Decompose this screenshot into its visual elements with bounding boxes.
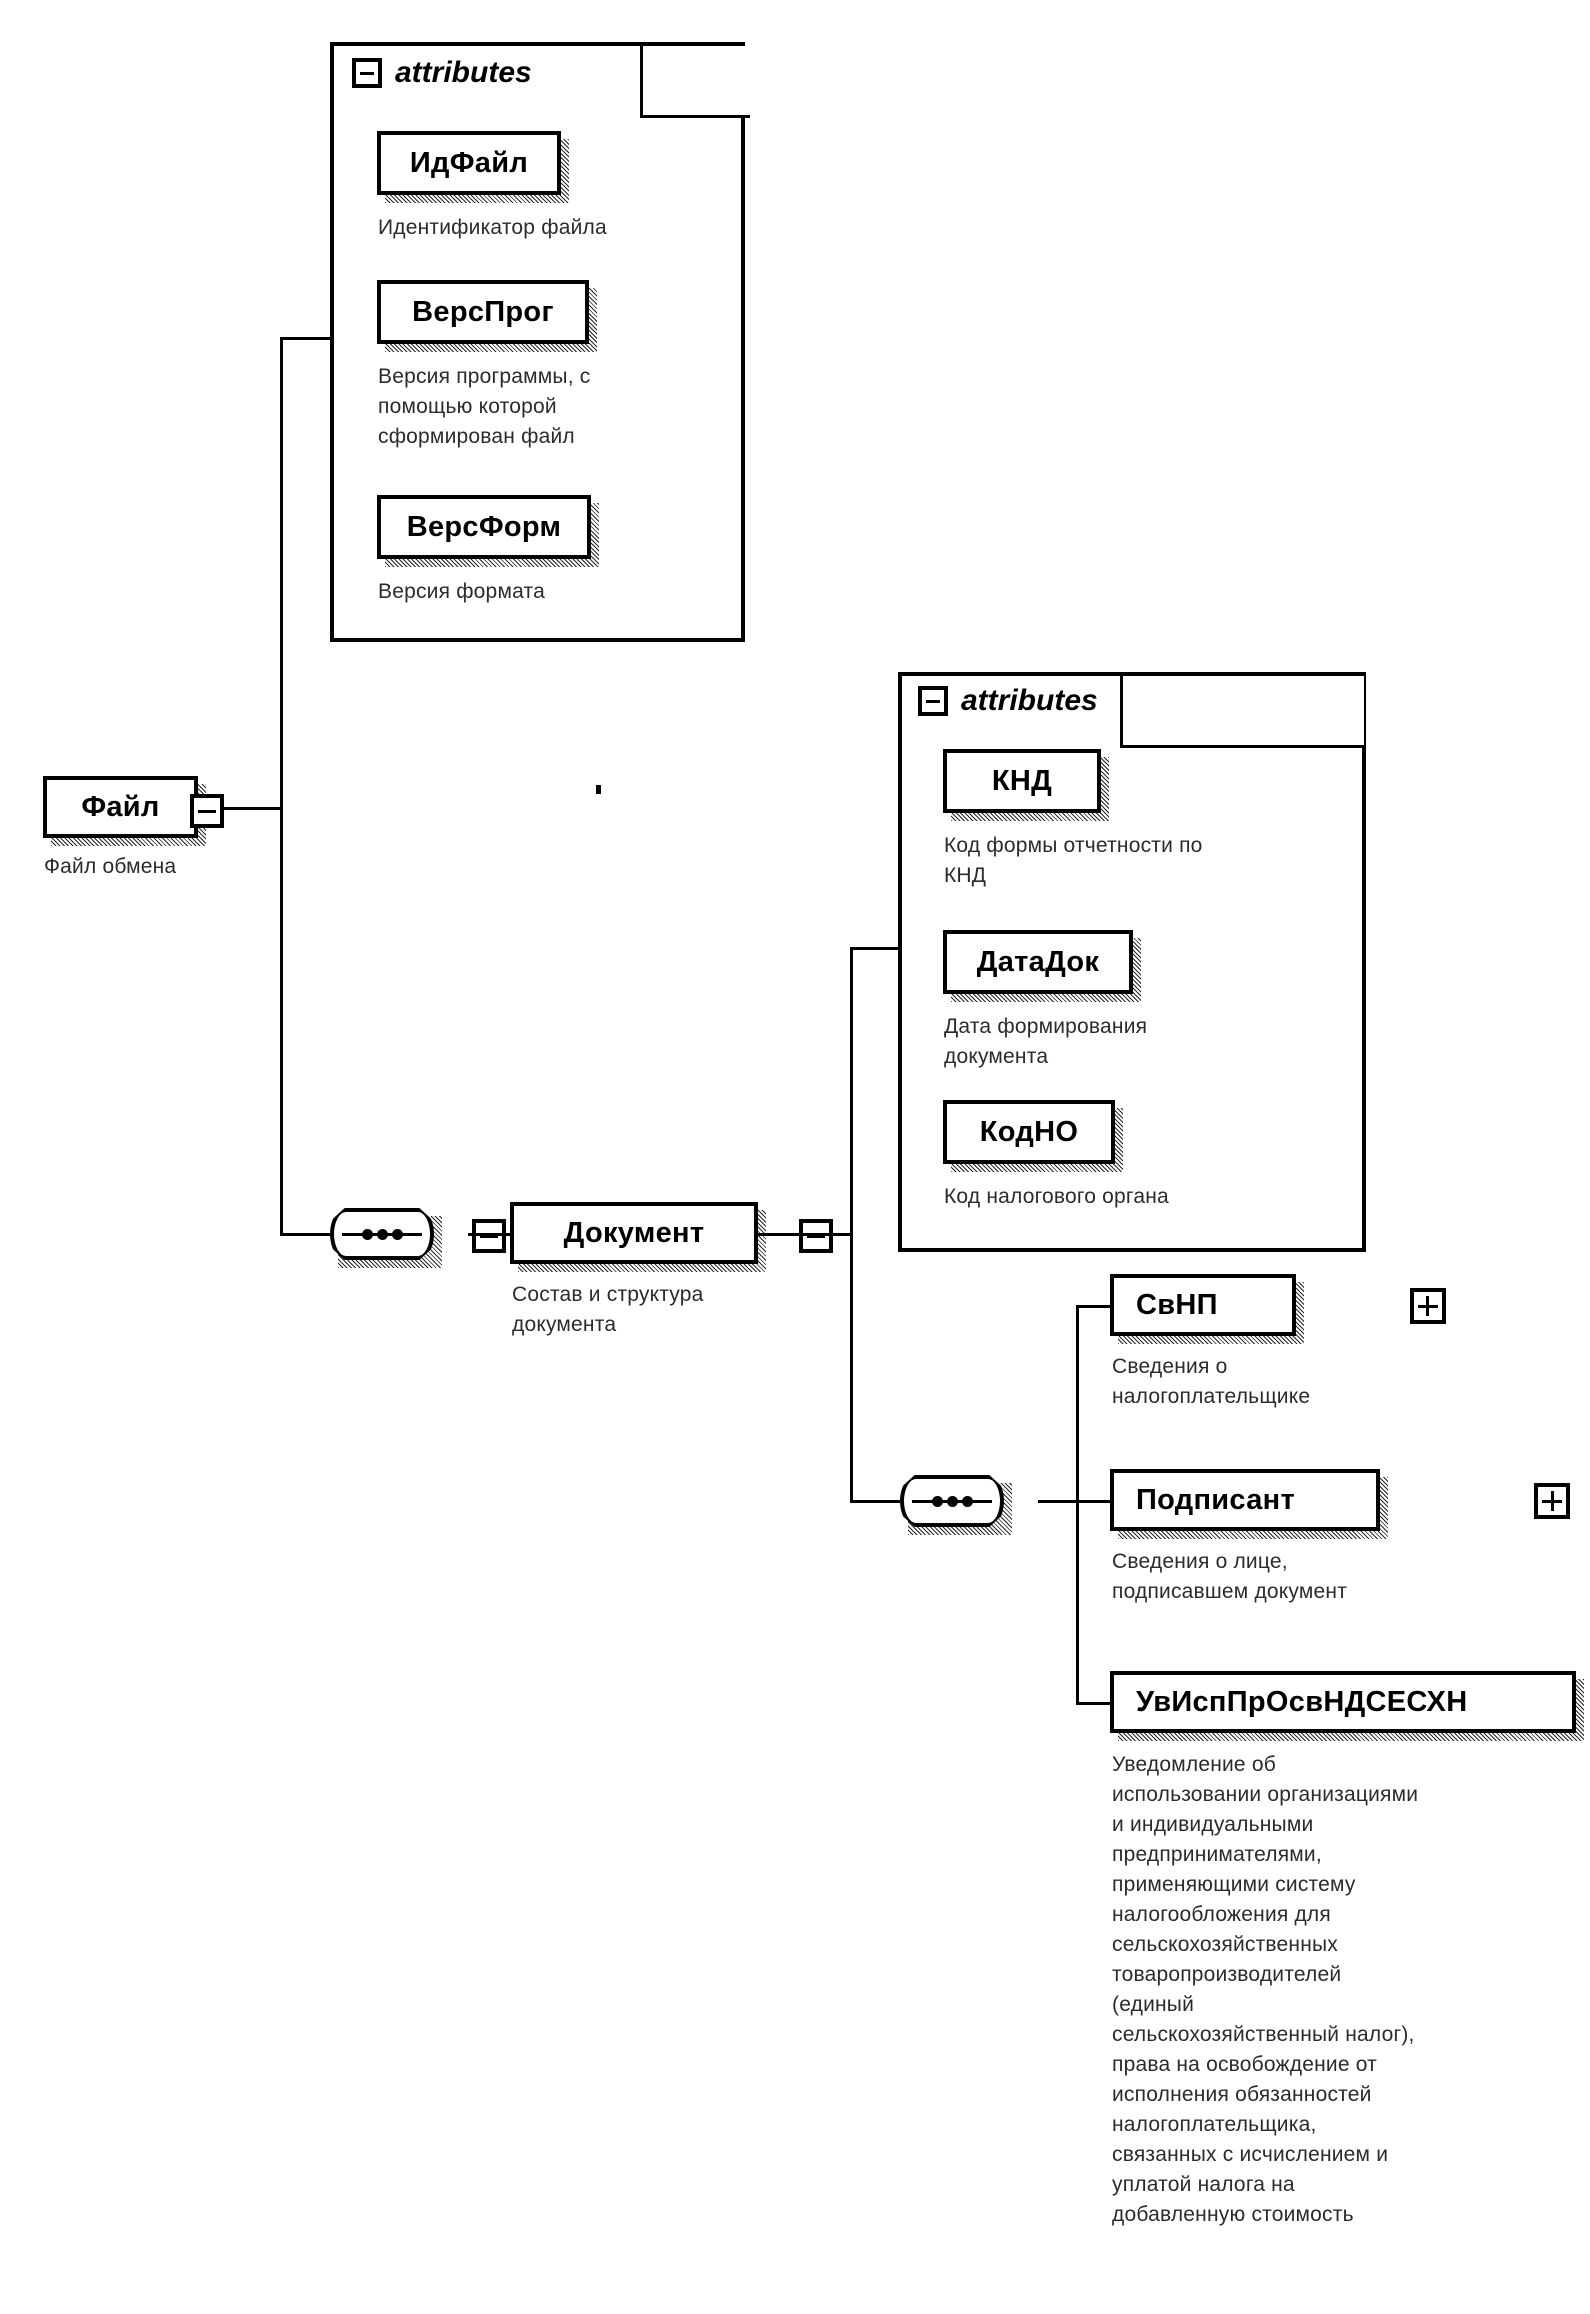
attribute-caption-knd: Код формы отчетности по КНД — [944, 834, 1203, 887]
attributes-label: attributes — [395, 56, 532, 89]
attribute-caption-idfail: Идентификатор файла — [378, 216, 607, 239]
root-node-fail[interactable]: Файл — [43, 776, 198, 838]
sequence-compositor-icon-document[interactable] — [900, 1475, 1004, 1527]
root-attributes-header: attributes — [352, 58, 532, 88]
document-caption: Состав и структура документа — [512, 1283, 704, 1336]
attribute-node-label: ИдФайл — [409, 146, 529, 179]
attribute-caption-versform: Версия формата — [378, 580, 545, 603]
scan-artifact-dot — [596, 785, 601, 794]
document-attributes-notch-fill — [1122, 676, 1364, 748]
attribute-node-label: КНД — [991, 764, 1053, 797]
root-attributes-notch-fill — [642, 46, 752, 118]
attribute-node-versform[interactable]: ВерсФорм — [377, 495, 591, 559]
attribute-node-knd[interactable]: КНД — [943, 749, 1101, 813]
svnp-expand-icon[interactable] — [1409, 1288, 1446, 1324]
connector-root-out — [224, 807, 282, 810]
connector-docseq-out — [1038, 1500, 1078, 1503]
element-node-dokument[interactable]: Документ — [510, 1202, 758, 1264]
root-attributes-notch-edge — [640, 115, 750, 118]
svnp-caption: Сведения о налогоплательщике — [1112, 1355, 1311, 1408]
connector-document-to-sequence — [850, 1500, 900, 1503]
connector-root-to-attributes — [280, 337, 332, 340]
collapse-icon[interactable] — [352, 58, 382, 88]
root-attributes-notch-edge-v — [640, 42, 643, 118]
attribute-node-label: ВерсПрог — [412, 295, 554, 328]
element-node-uvisppprosvndsesxn[interactable]: УвИспПрОсвНДСЕСХН — [1110, 1671, 1576, 1733]
element-node-podpisant[interactable]: Подписант — [1110, 1469, 1380, 1531]
root-node-label: Файл — [81, 790, 160, 823]
element-node-label: УвИспПрОсвНДСЕСХН — [1136, 1685, 1468, 1718]
connector-document-trunk — [850, 947, 853, 1503]
connector-document-to-attributes — [850, 947, 900, 950]
connector-sequence-to-document — [468, 1233, 510, 1236]
document-attributes-header: attributes — [918, 686, 1098, 716]
attribute-caption-kodno: Код налогового органа — [944, 1185, 1169, 1208]
document-attributes-notch-edge-v — [1120, 672, 1123, 748]
connector-root-to-sequence — [280, 1233, 332, 1236]
sequence-collapse-icon-root[interactable] — [472, 1219, 507, 1253]
collapse-icon[interactable] — [918, 686, 948, 716]
element-node-label: Документ — [563, 1216, 705, 1249]
connector-document-out — [756, 1233, 852, 1236]
root-collapse-icon[interactable] — [190, 794, 224, 828]
attribute-caption-datadok: Дата формирования документа — [944, 1015, 1148, 1068]
attribute-node-label: КодНО — [979, 1115, 1079, 1148]
attribute-node-datadok[interactable]: ДатаДок — [943, 930, 1133, 994]
attribute-node-idfail[interactable]: ИдФайл — [377, 131, 561, 195]
attribute-node-label: ДатаДок — [976, 945, 1100, 978]
attributes-label: attributes — [961, 684, 1098, 717]
connector-children-trunk — [1076, 1305, 1079, 1705]
attribute-caption-versprog: Версия программы, с помощью которой сфор… — [378, 365, 591, 448]
sequence-compositor-icon-root[interactable] — [330, 1208, 434, 1260]
root-caption: Файл обмена — [44, 855, 177, 878]
podpisant-caption: Сведения о лице, подписавшем документ — [1112, 1550, 1348, 1603]
element-node-label: Подписант — [1136, 1483, 1295, 1516]
uvisp-caption: Уведомление об использовании организация… — [1112, 1753, 1419, 2226]
connector-to-podpisant — [1076, 1500, 1110, 1503]
connector-to-svnp — [1076, 1305, 1110, 1308]
connector-root-trunk — [280, 337, 283, 1236]
connector-to-uvisp — [1076, 1702, 1110, 1705]
document-collapse-icon[interactable] — [798, 1219, 833, 1253]
podpisant-expand-icon[interactable] — [1534, 1483, 1571, 1519]
element-node-svnp[interactable]: СвНП — [1110, 1274, 1296, 1336]
attribute-node-kodno[interactable]: КодНО — [943, 1100, 1115, 1164]
element-node-label: СвНП — [1136, 1288, 1218, 1321]
attribute-node-versprog[interactable]: ВерсПрог — [377, 280, 589, 344]
document-attributes-notch-edge — [1120, 745, 1366, 748]
attribute-node-label: ВерсФорм — [406, 510, 562, 543]
